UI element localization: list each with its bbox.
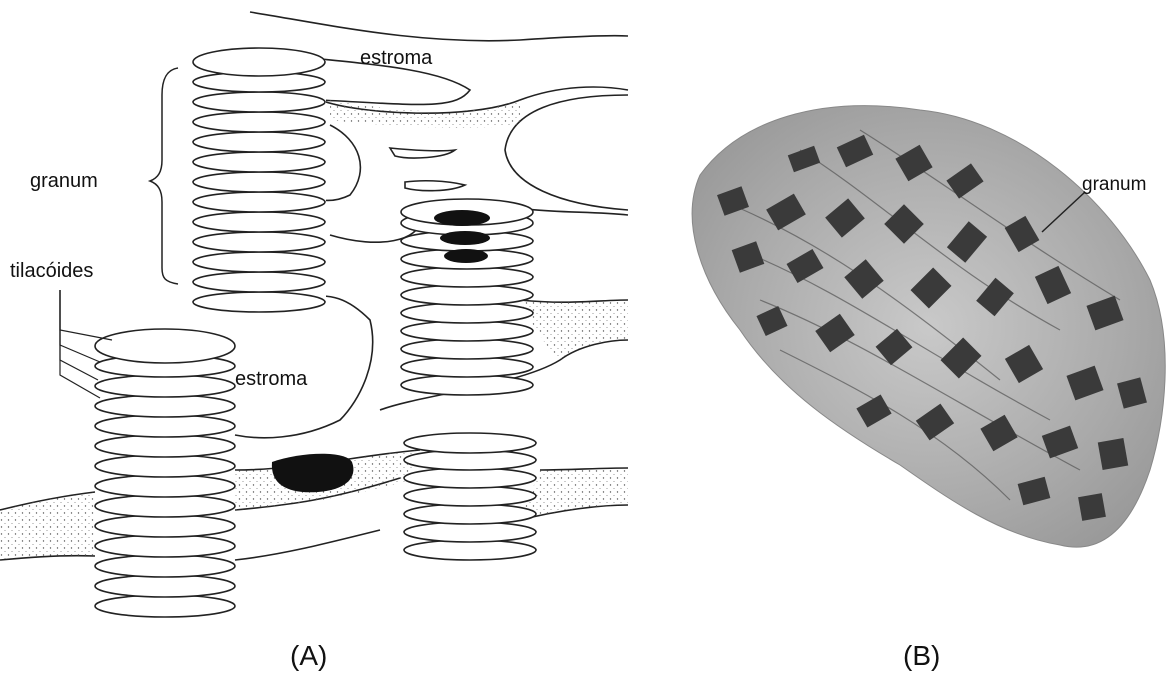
granum-stack-4 [404,433,536,560]
granum-stack-2 [401,199,533,395]
granum-stack-1 [193,48,326,312]
label-estroma-mid: estroma [235,368,308,390]
label-granum-b: granum [1082,174,1146,195]
panel-b-micrograph: granum [692,106,1165,547]
granum-stack-3 [95,329,235,617]
label-tilacoides: tilacóides [10,260,93,282]
granum-brace [150,68,178,284]
caption-a: (A) [290,640,327,671]
caption-b: (B) [903,640,940,671]
label-estroma-top: estroma [360,47,433,69]
panel-a-drawing: estroma granum tilacóides estroma [0,12,628,617]
label-granum-a: granum [30,170,98,192]
